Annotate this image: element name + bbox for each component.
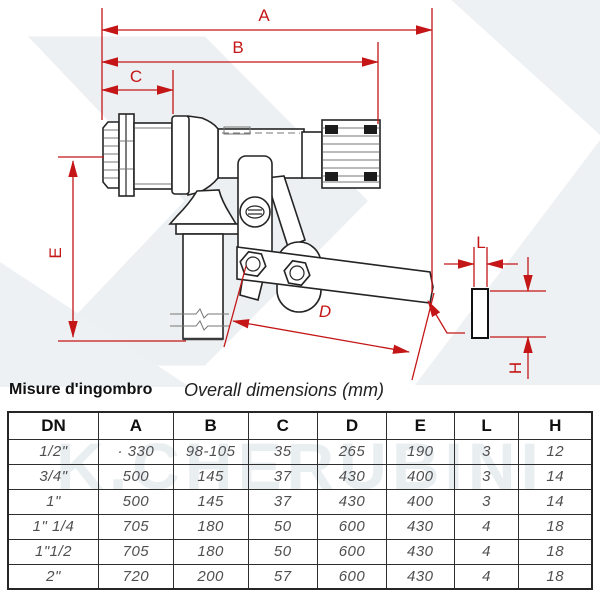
table-cell: 600 — [317, 538, 387, 565]
table-cell: 3 — [453, 438, 520, 465]
table-cell: 400 — [385, 463, 455, 490]
table-cell: · 330 — [98, 438, 174, 465]
header-cell-h: H — [518, 411, 593, 440]
table-cell: 37 — [247, 488, 319, 515]
dim-line-D — [232, 319, 410, 354]
table-cell: 4 — [453, 563, 520, 590]
header-cell-l: L — [453, 411, 520, 440]
table-row: 1/2" · 330 98-105 35 265 190 3 12 — [7, 438, 593, 465]
table-row: 2" 720 200 57 600 430 4 18 — [7, 563, 593, 590]
table-cell: 500 — [98, 463, 174, 490]
dim-label-a: A — [258, 6, 270, 25]
dim-label-e: E — [46, 247, 65, 258]
table-cell: 3 — [453, 488, 520, 515]
header-cell-a: A — [98, 411, 174, 440]
table-cell: 35 — [247, 438, 319, 465]
header-cell-b: B — [172, 411, 249, 440]
table-cell: 430 — [317, 488, 387, 515]
table-cell: 705 — [98, 513, 174, 540]
header-cell-dn: DN — [7, 411, 100, 440]
table-cell: 98-105 — [172, 438, 249, 465]
table-cell: 600 — [317, 513, 387, 540]
table-row: 1"1/2 705 180 50 600 430 4 18 — [7, 538, 593, 565]
table-cell: 430 — [385, 563, 455, 590]
table-row: 1" 1/4 705 180 50 600 430 4 18 — [7, 513, 593, 540]
knob-knurling — [325, 125, 377, 181]
table-cell: 265 — [317, 438, 387, 465]
table-cell: 200 — [172, 563, 249, 590]
table-cell: 180 — [172, 513, 249, 540]
table-cell: 400 — [385, 488, 455, 515]
table-cell: 190 — [385, 438, 455, 465]
table-cell: 37 — [247, 463, 319, 490]
table-cell: 50 — [247, 538, 319, 565]
lever-cross-section-detail — [471, 288, 489, 339]
table-cell: 57 — [247, 563, 319, 590]
table-cell: 12 — [518, 438, 593, 465]
table-cell: 430 — [385, 538, 455, 565]
table-cell: 1" 1/4 — [7, 513, 100, 540]
table-cell: 145 — [172, 488, 249, 515]
table-cell: 3 — [453, 463, 520, 490]
table-header-row: DN A B C D E L H — [7, 411, 593, 440]
table-cell: 1/2" — [7, 438, 100, 465]
dim-label-h: H — [506, 362, 525, 374]
table-cell: 705 — [98, 538, 174, 565]
caption-english: Overall dimensions (mm) — [184, 380, 385, 400]
table-cell: 500 — [98, 488, 174, 515]
table-cell: 430 — [317, 463, 387, 490]
table-cell: 18 — [518, 563, 593, 590]
header-cell-d: D — [317, 411, 387, 440]
header-cell-c: C — [247, 411, 319, 440]
dim-label-c: C — [130, 67, 142, 86]
dim-label-l: L — [476, 233, 485, 252]
table-cell: 145 — [172, 463, 249, 490]
table-cell: 1" — [7, 488, 100, 515]
caption-italian: Misure d'ingombro — [9, 381, 153, 398]
table-cell: 430 — [385, 513, 455, 540]
lever-hex-nuts — [239, 250, 311, 287]
dim-label-d: D — [319, 302, 331, 321]
table-cell: 50 — [247, 513, 319, 540]
table-cell: 18 — [518, 538, 593, 565]
table-cell: 14 — [518, 463, 593, 490]
table-cell: 14 — [518, 488, 593, 515]
table-cell: 720 — [98, 563, 174, 590]
table-cell: 3/4" — [7, 463, 100, 490]
dim-label-b: B — [232, 38, 243, 57]
valve-body — [102, 113, 434, 341]
table-cell: 2" — [7, 563, 100, 590]
table-cell: 180 — [172, 538, 249, 565]
header-cell-e: E — [385, 411, 455, 440]
table-cell: 4 — [453, 538, 520, 565]
dimensions-table: DN A B C D E L H 1/2" · 330 98-105 35 26… — [7, 411, 593, 590]
table-row: 1" 500 145 37 430 400 3 14 — [7, 488, 593, 515]
table-cell: 18 — [518, 513, 593, 540]
technical-drawing: A B C D E L H — [46, 6, 546, 381]
table-cell: 600 — [317, 563, 387, 590]
table-row: 3/4" 500 145 37 430 400 3 14 — [7, 463, 593, 490]
dimension-annotations: A B C D E L H — [46, 6, 546, 381]
table-cell: 4 — [453, 513, 520, 540]
table-cell: 1"1/2 — [7, 538, 100, 565]
detail-leader-arrow — [427, 300, 465, 334]
lever-arm — [236, 246, 434, 304]
